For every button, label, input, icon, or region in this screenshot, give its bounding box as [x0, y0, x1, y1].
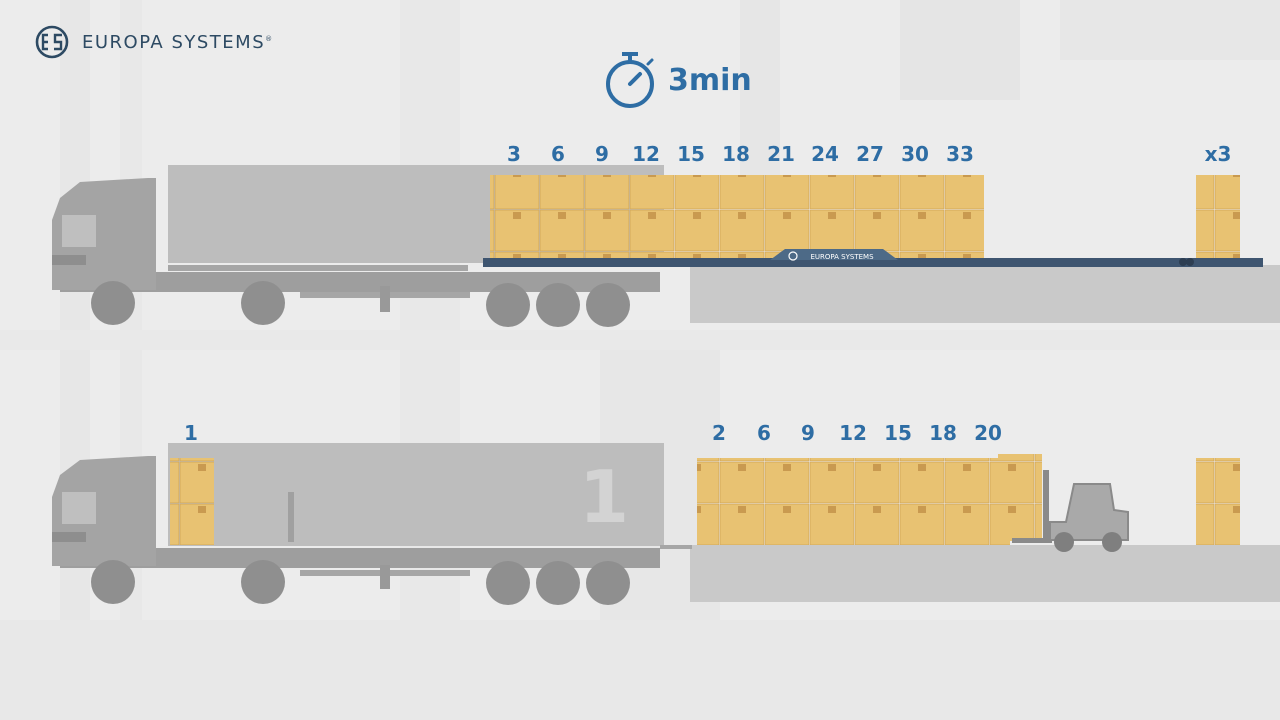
- europa-systems-logo-icon: [35, 25, 69, 59]
- top-multiplier-label: x3: [1204, 142, 1232, 166]
- bottom-extra-boxes: [1196, 458, 1240, 545]
- bottom-first-boxes: [170, 458, 214, 545]
- bottom-cargo-boxes: [697, 458, 1010, 545]
- stopwatch-icon: [606, 52, 654, 108]
- bottom-wheel: [486, 561, 530, 605]
- bottom-count-label: 12: [839, 421, 867, 445]
- top-count-label: 24: [811, 142, 839, 166]
- bottom-count-label: 15: [884, 421, 912, 445]
- top-wheel: [91, 281, 135, 325]
- top-count-label: 12: [632, 142, 660, 166]
- platform-badge: [770, 249, 898, 260]
- bottom-count-label: 9: [801, 421, 815, 445]
- bottom-count-label: 20: [974, 421, 1002, 445]
- bottom-wheel: [241, 560, 285, 604]
- timer-label: 3min: [668, 62, 752, 98]
- top-count-label: 30: [901, 142, 929, 166]
- top-count-label: 18: [722, 142, 750, 166]
- top-count-label: 33: [946, 142, 974, 166]
- bottom-count-label: 6: [757, 421, 771, 445]
- top-cargo-boxes: [490, 175, 984, 258]
- bottom-dock: [690, 545, 1280, 602]
- bottom-wheel: [536, 561, 580, 605]
- top-wheel: [536, 283, 580, 327]
- top-wheel: [486, 283, 530, 327]
- timer: 3min: [602, 48, 752, 112]
- bottom-count-label: 18: [929, 421, 957, 445]
- platform-label: EUROPA SYSTEMS: [810, 253, 874, 261]
- top-dock: [690, 265, 1280, 323]
- trailer-number: 1: [579, 455, 629, 539]
- top-extra-boxes: [1196, 175, 1240, 258]
- brand-name: EUROPA SYSTEMS®: [82, 31, 273, 53]
- top-wheel: [586, 283, 630, 327]
- top-count-label: 27: [856, 142, 884, 166]
- bottom-first-label: 1: [184, 421, 198, 445]
- bottom-wheel: [91, 560, 135, 604]
- top-count-label: 9: [595, 142, 609, 166]
- bottom-trailer-body: [168, 443, 664, 546]
- top-count-label: 21: [767, 142, 795, 166]
- conveyor-platform: [483, 258, 1263, 267]
- top-count-label: 15: [677, 142, 705, 166]
- top-count-label: 6: [551, 142, 565, 166]
- top-count-label: 3: [507, 142, 521, 166]
- top-wheel: [241, 281, 285, 325]
- forklift-icon: [1012, 470, 1129, 552]
- bottom-row: 1: [52, 443, 1280, 605]
- forklift-load: [998, 454, 1042, 541]
- top-row: EUROPA SYSTEMS: [52, 165, 1280, 327]
- europa-systems-logo: EUROPA SYSTEMS®: [34, 24, 272, 60]
- bottom-count-label: 2: [712, 421, 726, 445]
- bottom-wheel: [586, 561, 630, 605]
